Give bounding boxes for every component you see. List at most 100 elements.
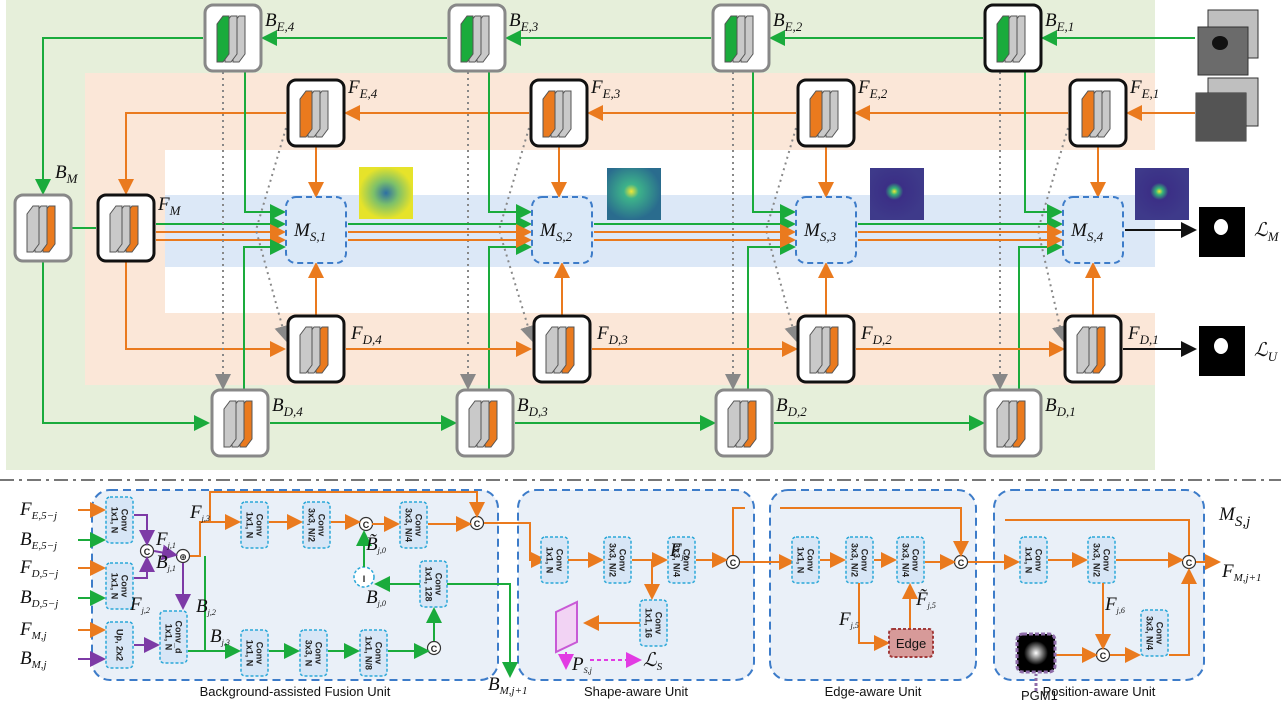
signal-label: Bj,1 xyxy=(156,552,176,573)
flow-arrow xyxy=(1169,568,1197,656)
concat-node-symbol: C xyxy=(474,519,481,529)
conv-block-text: Conv3x3, N/2 xyxy=(307,508,327,542)
conv-block-text: Conv3x3, N/2 xyxy=(1092,543,1112,577)
feature-sheet xyxy=(109,205,123,253)
bm-node xyxy=(13,193,73,263)
flow-arrow xyxy=(1036,127,1069,342)
conv-block: Conv1x1, N xyxy=(791,536,820,584)
decoder-fg-label: FD,1 xyxy=(1127,323,1159,347)
signal-label: B̃j,0 xyxy=(366,534,386,555)
feature-sheet xyxy=(1081,90,1095,138)
edge-operator xyxy=(888,628,934,658)
flow-arrow xyxy=(484,522,547,568)
mask-blob xyxy=(1214,338,1228,354)
loss-s-label: ℒS xyxy=(643,650,663,673)
decoder-fg-node xyxy=(286,314,346,384)
flow-arrow xyxy=(488,72,532,220)
input-image xyxy=(1196,93,1246,141)
signal-label: Fj,5 xyxy=(838,609,859,630)
conv-block-text: Conv1x1, N xyxy=(545,547,565,574)
conv-block-frame xyxy=(1140,609,1169,657)
conv-block: Conv3x3, N/2 xyxy=(1087,536,1116,584)
encoder-bg-node xyxy=(447,3,507,73)
encoder-fg-node xyxy=(529,78,589,148)
concat-node-symbol: C xyxy=(363,520,370,530)
conv-block-text: Conv1x1, 128 xyxy=(424,566,444,601)
flow-arrow xyxy=(134,514,155,546)
decoder-bg-label: BD,2 xyxy=(776,395,807,419)
conv-block-frame xyxy=(302,501,331,549)
attention-heatmap-overlay xyxy=(607,168,661,220)
conv-block-frame xyxy=(105,562,134,610)
signal-label: Fj,3 xyxy=(189,502,210,523)
flow-arrow xyxy=(200,491,485,523)
decoder-fg-node xyxy=(532,314,592,384)
flow-arrow xyxy=(35,37,203,195)
conv-block: Conv3x3, N/2 xyxy=(845,536,874,584)
conv-block: Conv1x1, 16 xyxy=(639,599,668,647)
encoder-bg-label: BE,2 xyxy=(773,10,803,34)
flow-arrow xyxy=(447,583,518,678)
conv-block-frame xyxy=(540,536,569,584)
encoder-fg-node xyxy=(1068,78,1128,148)
input-label: FM,j xyxy=(19,619,47,642)
inverse-symbol: I xyxy=(363,574,366,584)
decoder-fg-label: FD,4 xyxy=(350,323,382,347)
input-label: FD,5−j xyxy=(19,557,58,580)
flow-arrow xyxy=(244,72,286,220)
pgm-label: PGM1 xyxy=(1021,688,1058,701)
conv-block-frame xyxy=(159,610,188,664)
unit-caption: Shape-aware Unit xyxy=(584,684,688,699)
conv-block: Conv1x1, 128 xyxy=(419,560,448,608)
unit-caption: Position-aware Unit xyxy=(1043,684,1156,699)
conv-block-frame xyxy=(1019,536,1048,584)
signal-label: Fj,1 xyxy=(155,529,176,550)
signal-label: F̃j,5 xyxy=(915,589,936,610)
bm-label: BM xyxy=(55,162,79,186)
feature-sheet xyxy=(809,90,823,138)
shape-prediction xyxy=(555,600,578,654)
flow-arrow xyxy=(42,262,210,431)
conv-block: Conv3x3, N/4 xyxy=(667,536,696,584)
unit-edge xyxy=(769,489,977,681)
edge-operator-label: Edge xyxy=(896,636,926,651)
mask-blob xyxy=(1214,219,1228,235)
conv-block: Conv1x1, N xyxy=(105,562,134,610)
feature-sheet xyxy=(809,326,823,374)
module-label: MS,2 xyxy=(539,220,573,244)
conv-block-text: Conv3x3, N/4 xyxy=(901,543,921,577)
conv-block-frame xyxy=(667,536,696,584)
decoder-bg-node xyxy=(983,388,1043,458)
module-label: MS,4 xyxy=(1070,220,1104,244)
top-nodes xyxy=(13,3,1259,458)
signal-label: Fj,4 xyxy=(669,540,690,561)
encoder-bg-label: BE,3 xyxy=(509,10,539,34)
unit-shape xyxy=(517,489,755,681)
encoder-bg-node xyxy=(711,3,771,73)
flow-arrow xyxy=(780,507,969,557)
encoder-bg-node xyxy=(983,3,1043,73)
conv-block: Conv3x3, N/4 xyxy=(896,536,925,584)
flow-arrow xyxy=(747,239,796,391)
concat-node-symbol: C xyxy=(431,644,438,654)
attention-heatmap-overlay xyxy=(870,168,924,220)
encoder-fg-node xyxy=(796,78,856,148)
conv-block: Conv3x3, N/4 xyxy=(1140,609,1169,657)
decoder-bg-label: BD,4 xyxy=(272,395,303,419)
flow-arrow xyxy=(118,112,286,195)
signal-label: Fj,6 xyxy=(1104,594,1125,615)
conv-block: Conv1x1, N xyxy=(540,536,569,584)
encoder-fg-node xyxy=(286,78,346,148)
conv-block-text: Conv3x3, N/2 xyxy=(608,543,628,577)
conv-block-frame xyxy=(359,629,388,677)
decoder-bg-node xyxy=(210,388,270,458)
fm-node xyxy=(96,193,156,263)
conv-block-frame xyxy=(299,629,328,677)
conv-block: Conv1x1, N xyxy=(1019,536,1048,584)
feature-sheet xyxy=(299,90,313,138)
conv-block-text: Conv1x1, N/8 xyxy=(364,636,384,670)
signal-label: Bj,0 xyxy=(366,587,386,608)
conv-block-frame xyxy=(639,599,668,647)
fm-label: FM xyxy=(157,194,182,218)
